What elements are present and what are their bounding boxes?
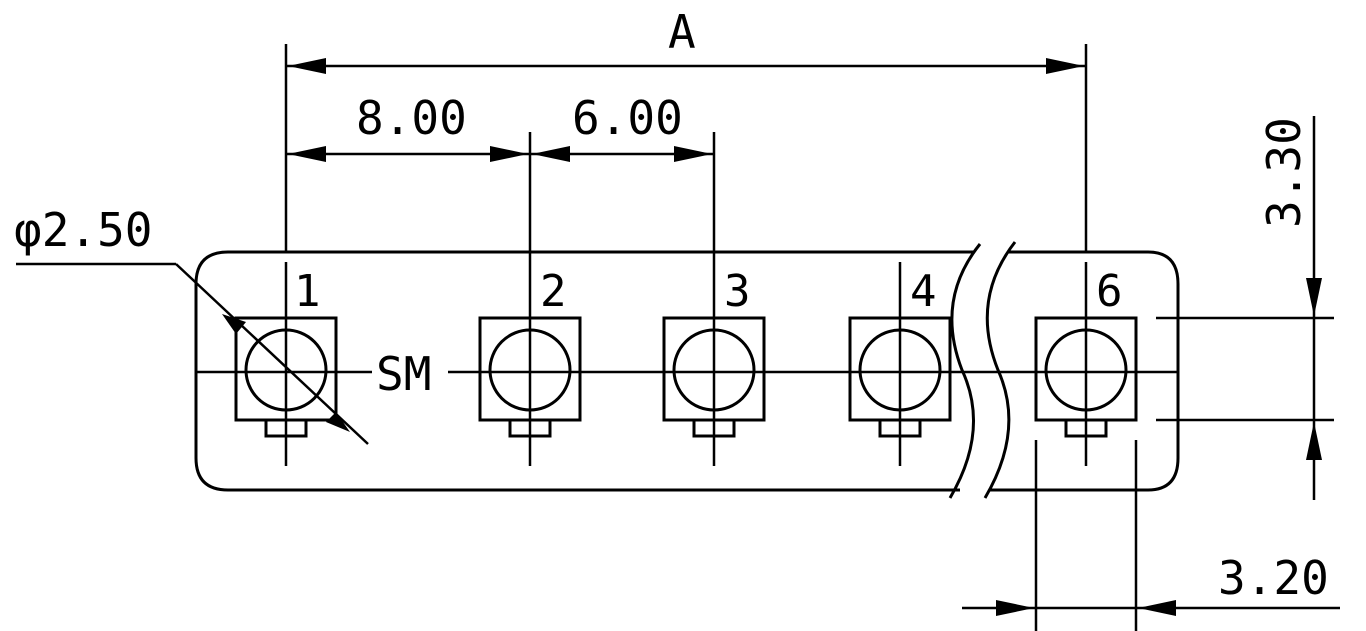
dimension-pad-width-label: 3.20 (1218, 551, 1329, 605)
pin-label-3: 3 (724, 266, 751, 317)
pin-3 (662, 262, 766, 466)
dimension-hole-diameter-label: φ2.50 (14, 203, 152, 257)
dimension-height-label: 3.30 (1257, 117, 1311, 228)
dimension-height: 3.30 (1257, 116, 1322, 500)
dimension-hole-diameter: φ2.50 (14, 203, 369, 445)
pin-label-6: 6 (1096, 266, 1123, 317)
dimension-pitch-1-2-label: 8.00 (356, 91, 467, 145)
dimension-pitch-2-3-label: 6.00 (572, 91, 683, 145)
dimension-pitch-1-2: 8.00 (286, 91, 530, 162)
dimension-pad-width: 3.20 (962, 551, 1340, 616)
break-symbol (948, 241, 1017, 499)
pin-6 (1034, 262, 1138, 466)
dimension-overall: A (286, 5, 1086, 74)
pin-label-4: 4 (910, 266, 937, 317)
pin-label-1: 1 (294, 266, 321, 317)
mount-label: SM (376, 347, 431, 401)
pin-4 (848, 262, 952, 466)
dimension-overall-label: A (668, 5, 696, 59)
pin-label-2: 2 (540, 266, 567, 317)
pin-1 (234, 262, 338, 466)
dimension-pitch-2-3: 6.00 (530, 91, 714, 162)
pin-2 (478, 262, 582, 466)
